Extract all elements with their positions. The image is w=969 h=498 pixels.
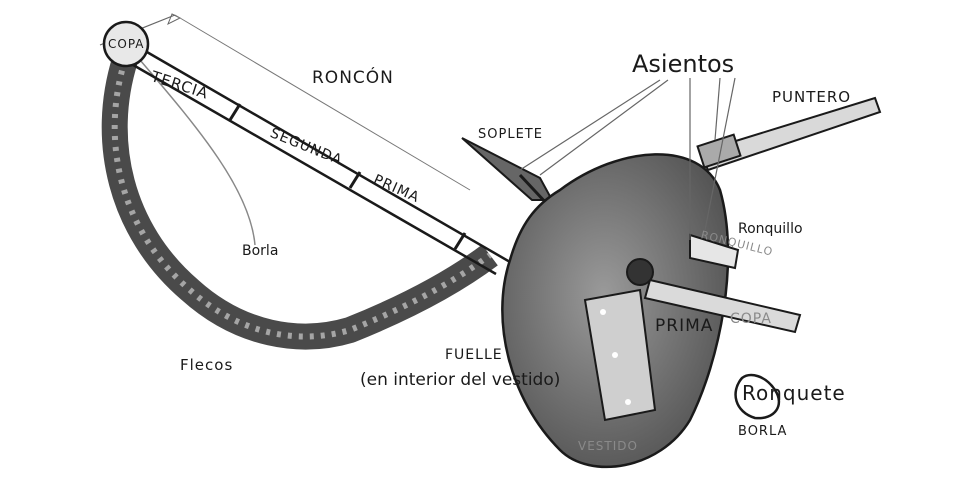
flecos-fringe <box>115 60 490 337</box>
label-flecos: Flecos <box>180 358 233 373</box>
label-prima-right: PRIMA <box>655 318 713 335</box>
soplete-pipe <box>462 138 552 205</box>
puntero-pipe <box>698 98 880 170</box>
label-asientos: Asientos <box>632 52 734 76</box>
flap-hole <box>612 352 618 358</box>
flap-hole <box>625 399 631 405</box>
flap-hole <box>600 309 606 315</box>
label-ronquillo: Ronquillo <box>738 222 803 236</box>
label-roncon: RONCÓN <box>312 70 394 87</box>
label-borla-left: Borla <box>242 244 278 258</box>
label-borla-right: BORLA <box>738 425 787 438</box>
label-soplete: SOPLETE <box>478 128 543 141</box>
label-vestido: VESTIDO <box>578 440 638 452</box>
label-ronquete: Ronquete <box>742 383 846 403</box>
label-fuelle-note: (en interior del vestido) <box>360 372 560 389</box>
label-copa-right: COPA <box>730 312 772 326</box>
label-fuelle: FUELLE <box>445 348 503 362</box>
label-puntero: PUNTERO <box>772 90 851 105</box>
label-copa-top: COPA <box>108 38 145 50</box>
